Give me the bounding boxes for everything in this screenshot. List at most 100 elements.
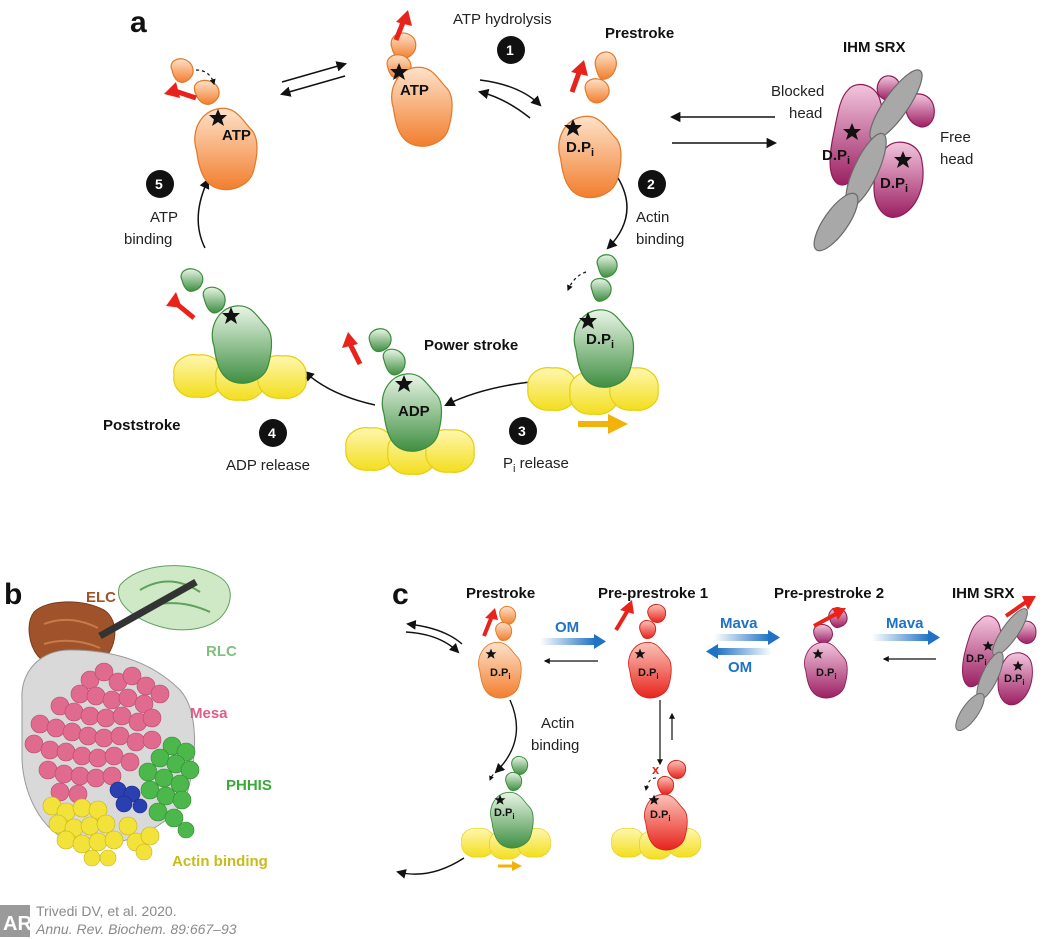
step-badge-1 (497, 36, 525, 64)
arrow-pi-release (444, 381, 531, 406)
arrow-c-actin-binding (494, 699, 518, 774)
myosin-head-prestroke: D.Pi (558, 51, 622, 199)
state-c-pre2: Pre-prestroke 2 (774, 585, 884, 602)
om-back-arrow-bar (716, 648, 772, 655)
c-lever-arrow-pre1 (614, 608, 630, 632)
c-head-red-blocked: D.Pi (644, 759, 688, 851)
label-actin-binding-2: binding (636, 231, 684, 248)
arrow-hydrolysis-back (477, 88, 531, 119)
state-power-stroke: Power stroke (424, 337, 518, 354)
lever-arrowhead-5 (164, 82, 180, 98)
state-c-prestroke: Prestroke (466, 585, 535, 602)
arrow-atp-binding (197, 178, 210, 249)
label-mesa: Mesa (190, 705, 228, 722)
state-c-ihm-srx: IHM SRX (952, 585, 1015, 602)
svg-text:ATP: ATP (222, 127, 251, 144)
svg-text:AR: AR (3, 913, 32, 935)
svg-text:ADP: ADP (398, 403, 430, 420)
step-badge-5 (146, 170, 174, 198)
svg-text:D.Pi: D.Pi (816, 667, 837, 681)
svg-text:D.Pi: D.Pi (822, 147, 850, 167)
c-head-prestroke: D.Pi (478, 605, 522, 699)
label-elc: ELC (86, 589, 116, 606)
svg-text:4: 4 (268, 425, 276, 441)
c-actin-slide-arrowhead (512, 861, 522, 871)
mava-arrowhead (768, 630, 780, 645)
svg-text:5: 5 (155, 176, 163, 192)
c-head-pre1: D.Pi (628, 603, 672, 699)
label-c-actin-1: Actin (541, 715, 574, 732)
label-free-head-1: Free (940, 129, 971, 146)
step-badge-3 (509, 417, 537, 445)
svg-text:D.Pi: D.Pi (638, 667, 659, 681)
panel-b-label: b (4, 578, 22, 611)
arrow-hydrolysis (479, 79, 542, 107)
label-atp-binding-2: binding (124, 231, 172, 248)
arrow-actin-binding (606, 177, 628, 250)
mava2-arrowhead (928, 630, 940, 645)
state-ihm-srx: IHM SRX (843, 39, 906, 56)
arrow-forward-1 (281, 61, 348, 83)
c-lever-arrowhead-prestroke (485, 608, 498, 620)
label-pi-release: Pi release (503, 455, 569, 475)
label-blocked-head-1: Blocked (771, 83, 824, 100)
myosin-head-dpi-actin: D.Pi (573, 254, 635, 388)
ar-logo: AR (0, 905, 32, 937)
svg-text:D.Pi: D.Pi (566, 139, 594, 159)
label-actin-binding-1: Actin (636, 209, 669, 226)
label-free-head-2: head (940, 151, 973, 168)
lever-arrowhead-poststroke (166, 292, 182, 308)
myosin-head-adp: ADP (368, 328, 443, 452)
lever-arrowhead-prestroke (571, 60, 588, 76)
label-atp-hydrolysis: ATP hydrolysis (453, 11, 552, 28)
om-arrowhead (594, 634, 606, 649)
svg-text:1: 1 (506, 42, 514, 58)
mava-arrow-bar (714, 634, 770, 641)
actin-slide-arrowhead (608, 414, 628, 434)
dashed-rotation-dpi (567, 271, 587, 292)
c-head-green: D.Pi (490, 755, 534, 849)
lever-arrow-adp (347, 342, 363, 366)
panel-a-label: a (130, 6, 147, 39)
c-lever-arrow-ihm (1004, 600, 1028, 618)
arrow-adp-release (303, 370, 376, 406)
om-back-arrowhead (706, 644, 718, 659)
lever-arrowhead-adp (342, 332, 358, 348)
c-lever-arrowhead-ihm (1022, 596, 1036, 610)
blocked-x-mark: x (652, 762, 660, 777)
ihm-srx-dimer: D.Pi D.Pi (813, 69, 935, 252)
credit-line-1: Trivedi DV, et al. 2020. (36, 903, 177, 919)
myosin-head-atp-top: ATP (386, 32, 453, 147)
c-head-pre2: D.Pi (804, 607, 848, 699)
c-lever-arrowhead-pre2 (832, 608, 846, 620)
svg-text:ATP: ATP (400, 82, 429, 99)
label-phhis: PHHIS (226, 777, 272, 794)
label-mava-2: Mava (886, 615, 924, 632)
panel-c-label: c (392, 578, 409, 611)
svg-text:D.Pi: D.Pi (880, 175, 908, 195)
lever-arrowhead-1 (396, 10, 412, 26)
c-lever-arrowhead-pre1 (620, 600, 634, 614)
label-rlc: RLC (206, 643, 237, 660)
label-blocked-head-2: head (789, 105, 822, 122)
svg-text:D.Pi: D.Pi (650, 809, 671, 823)
c-lever-arrow-pre2 (813, 612, 837, 628)
label-om-1: OM (555, 619, 579, 636)
state-poststroke: Poststroke (103, 417, 181, 434)
state-prestroke: Prestroke (605, 25, 674, 42)
step-badge-2 (638, 170, 666, 198)
svg-text:D.Pi: D.Pi (586, 331, 614, 351)
credit-line-2: Annu. Rev. Biochem. 89:667–93 (35, 921, 237, 937)
svg-text:3: 3 (518, 423, 526, 439)
myosin-structure (21, 565, 231, 867)
c-dashed-rotation-red (644, 777, 657, 791)
step-badge-4 (259, 419, 287, 447)
myosin-head-poststroke (180, 268, 273, 384)
arrow-c-eq-2 (406, 619, 463, 645)
arrow-c-eq-1 (405, 631, 460, 654)
arrow-back-1 (279, 75, 346, 97)
label-atp-binding-1: ATP (150, 209, 178, 226)
state-c-pre1: Pre-prestroke 1 (598, 585, 708, 602)
svg-text:D.Pi: D.Pi (494, 807, 515, 821)
